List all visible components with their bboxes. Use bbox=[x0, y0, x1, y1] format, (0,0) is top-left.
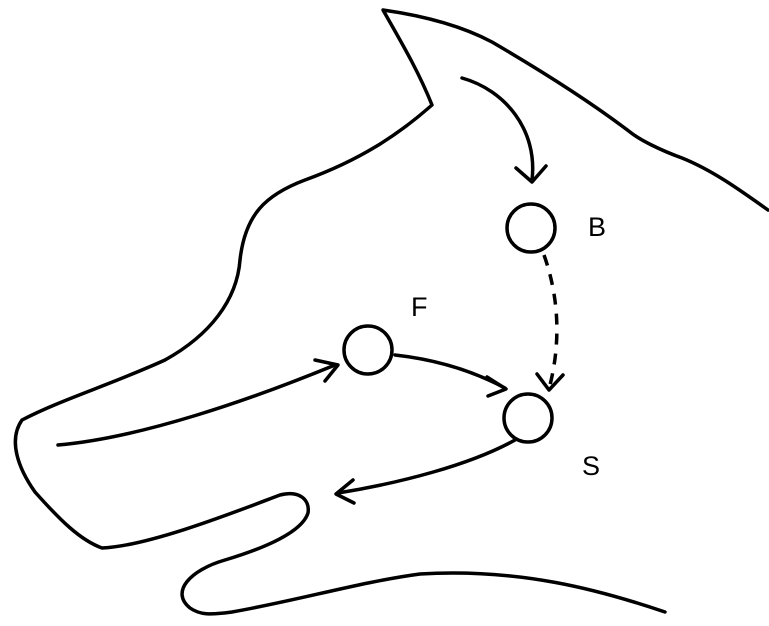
node-s-label: S bbox=[582, 451, 600, 481]
arrow-s-to-mouth bbox=[338, 440, 515, 493]
node-f-label: F bbox=[411, 292, 428, 322]
arrow-into-f bbox=[58, 365, 335, 445]
dashed-arrow-b-to-s bbox=[544, 255, 557, 385]
node-b-circle bbox=[507, 204, 555, 252]
arrow-f-to-s bbox=[395, 355, 505, 388]
arrow-into-b bbox=[462, 78, 533, 180]
node-b-label: B bbox=[588, 212, 606, 242]
head-outline bbox=[15, 10, 768, 614]
node-s-circle bbox=[504, 394, 552, 442]
arrowhead-f-to-s bbox=[487, 377, 506, 396]
node-f-circle bbox=[344, 326, 392, 374]
